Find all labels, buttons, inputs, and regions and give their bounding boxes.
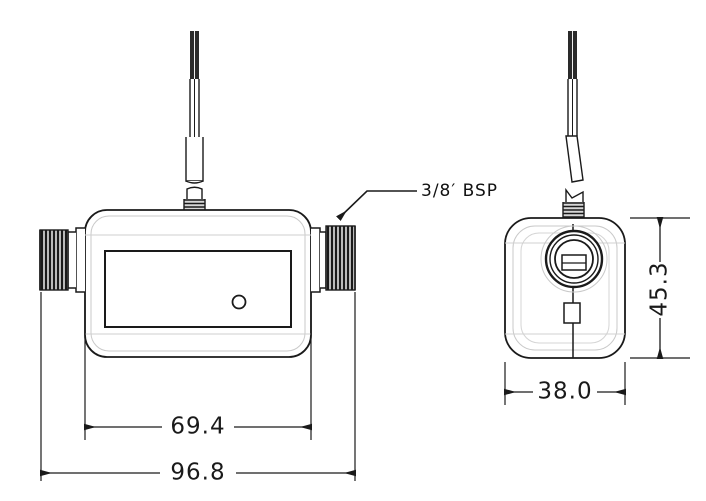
display-panel	[104, 250, 292, 328]
dim-69-4-label: 69.4	[170, 414, 225, 440]
port-ring-outer-guide	[540, 225, 608, 293]
threaded-port-right	[311, 225, 356, 293]
antenna-main-shaft	[185, 137, 204, 182]
left-port-shoulder	[67, 231, 76, 289]
dim-38-0: 38.0	[504, 379, 626, 405]
front-view: 3/8′ BSP 69.4 96.8	[39, 31, 498, 486]
thread-callout: 3/8′ BSP	[335, 181, 498, 222]
antenna-upper-shaft	[189, 79, 200, 137]
right-port-flange	[311, 227, 321, 293]
antenna-side-joint	[565, 187, 584, 204]
threaded-port-center	[540, 225, 608, 293]
right-thread-hatch	[326, 226, 354, 290]
led-indicator-icon	[231, 294, 247, 310]
dim-38-0-label: 38.0	[537, 379, 592, 405]
thread-callout-leader	[335, 190, 417, 222]
antenna-side-main-shaft	[565, 135, 584, 183]
dim-96-8: 96.8	[40, 460, 356, 486]
side-view: 45.3 38.0	[504, 31, 690, 405]
dim-96-8-label: 96.8	[170, 460, 225, 486]
front-body-inner-guide	[90, 215, 306, 352]
antenna-joint	[186, 186, 203, 201]
antenna-front	[183, 31, 206, 222]
connector-tab	[563, 302, 581, 324]
thread-callout-label: 3/8′ BSP	[421, 181, 498, 201]
threaded-port-left	[39, 227, 85, 293]
dim-69-4: 69.4	[84, 414, 312, 440]
front-extension-lines	[40, 292, 356, 481]
antenna-side-upper-shaft	[567, 79, 578, 136]
dim-45-3-label: 45.3	[647, 261, 673, 316]
left-thread-hatch	[40, 230, 68, 290]
antenna-shaft-bottom-curve	[185, 180, 204, 184]
antenna-side	[562, 31, 585, 225]
dim-45-3: 45.3	[647, 217, 673, 359]
side-body-inner-guide	[512, 225, 618, 351]
left-port-flange	[75, 227, 85, 293]
right-port-shoulder	[320, 231, 327, 289]
